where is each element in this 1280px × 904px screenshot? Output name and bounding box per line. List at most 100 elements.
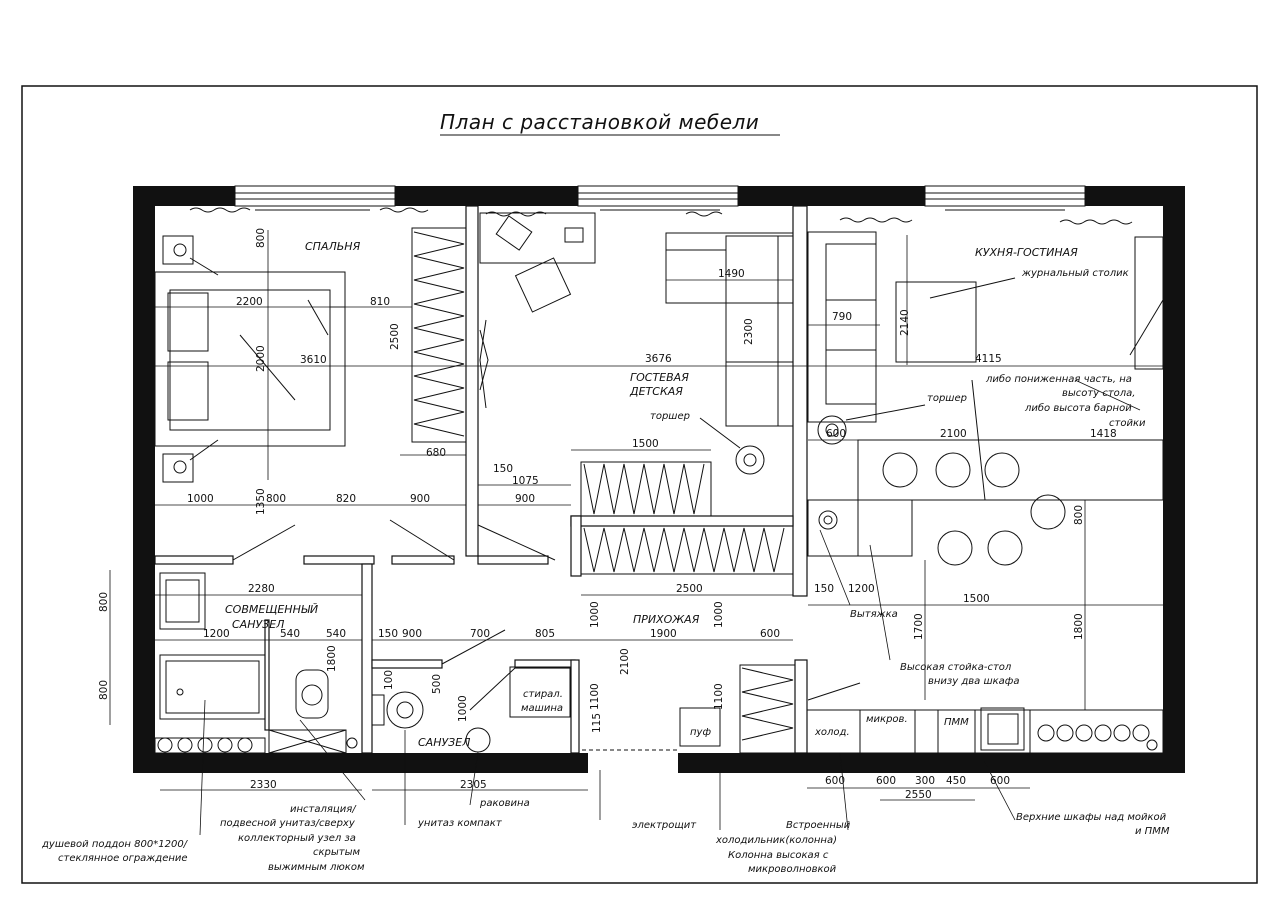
dim-1000-hall-b: 1000 [713,601,725,628]
dim-600-torsher: 600 [826,428,846,440]
dim-700: 700 [470,628,490,640]
dim-2100-bar: 2100 [940,428,967,440]
label-builtin-4: микроволновкой [748,864,837,875]
label-bar-3: либо высота барной [1024,402,1132,414]
room-bedroom: СПАЛЬНЯ [305,240,361,253]
dim-1490: 1490 [718,268,745,280]
dim-1100-hall-a: 1100 [589,683,601,710]
label-upper-1: Верхние шкафы над мойкой [1016,812,1167,823]
dim-4115: 4115 [975,353,1002,365]
dim-1100-hall-b: 1100 [713,683,725,710]
dim-800-bed-side: 800 [266,493,286,505]
room-kitchen: КУХНЯ-ГОСТИНАЯ [975,246,1078,259]
label-stand-2: внизу два шкафа [928,676,1019,687]
doors [232,519,861,751]
dim-150-kitchen: 150 [814,583,834,595]
label-shower-2: стеклянное ограждение [58,853,188,864]
dim-1500-hall: 1500 [632,438,659,450]
label-install-1: инсталяция/ [290,804,357,815]
dim-kitchen-300: 300 [915,775,935,787]
sheet-frame [21,85,1258,884]
label-toilet: унитаз компакт [417,818,503,829]
label-torsher-right: торшер [927,393,967,404]
dim-115: 115 [591,713,603,733]
label-bar-1: либо пониженная часть, на [985,373,1132,385]
dim-900-guest: 900 [515,493,535,505]
room-hall: ПРИХОЖАЯ [633,613,700,626]
dim-900-wc: 900 [402,628,422,640]
dim-800-bedroom: 800 [255,228,267,248]
dim-600-hall: 600 [760,628,780,640]
dim-kitchen-600-a: 600 [825,775,845,787]
dim-3676: 3676 [645,353,672,365]
label-washer-1: стирал. [523,689,563,700]
label-stand-1: Высокая стойка-стол [900,662,1012,673]
dim-150-wc: 150 [378,628,398,640]
dim-805: 805 [535,628,555,640]
label-hood: Вытяжка [850,609,898,620]
dim-2200: 2200 [236,296,263,308]
dim-3610: 3610 [300,354,327,366]
kitchen-furniture [679,231,1164,754]
plan-title: План с расстановкой мебели [440,110,759,134]
dim-2305: 2305 [460,779,487,791]
curtains [189,207,1133,225]
bedroom-furniture [154,227,467,483]
room-bath-combined-1: СОВМЕЩЕННЫЙ [225,603,318,616]
dim-1800-kitchen: 1800 [1073,613,1085,640]
dim-1000-bedroom: 1000 [187,493,214,505]
label-builtin-2: холодильник(колонна) [715,835,837,846]
dim-1500-kitchen: 1500 [963,593,990,605]
dim-100: 100 [383,670,395,690]
label-bar-4: стойки [1109,418,1146,429]
outer-walls [133,186,1185,773]
room-guest: ГОСТЕВАЯ [630,371,689,384]
label-install-2: подвесной унитаз/сверху [220,818,356,829]
label-builtin-1: Встроенный [786,820,851,831]
dim-500: 500 [431,674,443,694]
dim-kitchen-2550: 2550 [905,789,932,801]
dim-kitchen-600-b: 600 [876,775,896,787]
label-builtin-3: Колонна высокая с [728,850,829,861]
dim-1418: 1418 [1090,428,1117,440]
dim-810: 810 [370,296,390,308]
dim-800-bath-lower: 800 [98,680,110,700]
label-fridge-short: холод. [814,727,850,738]
dimension-lines [109,230,1163,801]
interior-walls [154,205,808,754]
dim-150-guest: 150 [493,463,513,475]
dim-1800-bath: 1800 [326,645,338,672]
label-coffee-table: журнальный столик [1021,268,1129,279]
dim-900-bedroom: 900 [410,493,430,505]
leader-lines [199,379,1141,836]
dim-1075: 1075 [512,475,539,487]
label-bar-2: высоту стола, [1062,388,1135,399]
dim-790: 790 [832,311,852,323]
dim-2500-wardrobe: 2500 [389,323,401,350]
dim-1350: 1350 [255,488,267,515]
label-upper-2: и ПММ [1135,826,1170,837]
dim-540-b: 540 [326,628,346,640]
dim-1900: 1900 [650,628,677,640]
label-puf: пуф [690,727,711,738]
guest-room-furniture [479,212,794,575]
dim-1000-wc: 1000 [457,695,469,722]
label-install-4: скрытым [313,847,361,858]
label-washer-2: машина [521,703,563,714]
dim-1200-bath: 1200 [203,628,230,640]
dim-2300: 2300 [743,318,755,345]
windows [234,185,1086,207]
dim-820: 820 [336,493,356,505]
dim-680: 680 [426,447,446,459]
dim-2100-hall: 2100 [619,648,631,675]
label-pmm: ПММ [944,717,969,728]
room-kids: ДЕТСКАЯ [629,385,683,398]
dim-2330: 2330 [250,779,277,791]
dim-2280: 2280 [248,583,275,595]
dim-800-bath-upper: 800 [98,592,110,612]
dim-kitchen-600-c: 600 [990,775,1010,787]
label-install-5: выжимным люком [268,862,365,873]
label-install-3: коллекторный узел за [238,833,356,844]
label-micro: микров. [866,714,908,725]
